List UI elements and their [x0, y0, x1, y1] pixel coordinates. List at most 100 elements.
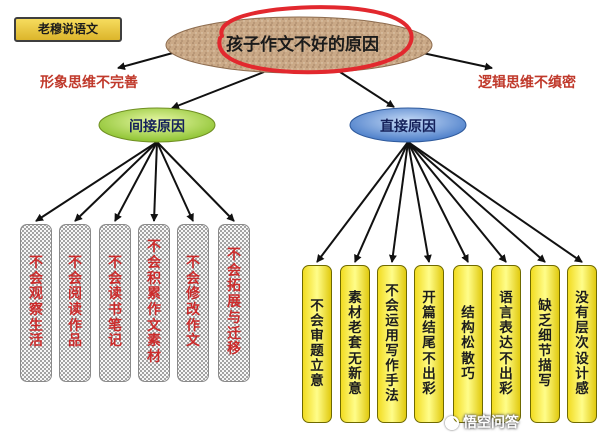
direct-reason-char: 写: [385, 343, 399, 359]
right-note: 逻辑思维不缜密: [478, 75, 576, 91]
direct-reason-char: 细: [538, 327, 552, 344]
direct-reason-4: 开篇结尾不出彩: [414, 265, 444, 423]
direct-reason-char: 作: [385, 358, 399, 375]
direct-reason-char: 出: [422, 365, 436, 382]
indirect-reason-char: 读: [68, 302, 82, 318]
direct-reason-char: 散: [461, 350, 475, 367]
indirect-reason-char: 会: [227, 262, 241, 279]
connector-direct-2: [354, 141, 409, 263]
indirect-reason-char: 会: [186, 270, 200, 287]
connector-direct-1: [316, 141, 409, 263]
direct-reason-char: 表: [499, 320, 513, 337]
root-label: 孩子作文不好的原因: [226, 35, 379, 55]
indirect-reason-char: 不: [227, 247, 241, 264]
direct-reason-char: 设: [575, 350, 589, 367]
direct-reason-5: 结构松散巧: [453, 265, 483, 423]
indirect-reason-char: 笔: [108, 317, 122, 334]
author-badge: 老穆说语文: [14, 17, 122, 42]
watermark-logo-icon: [445, 416, 459, 430]
direct-reason-char: 不: [310, 297, 324, 314]
indirect-reason-char: 察: [29, 302, 43, 318]
indirect-reason-char: 素: [147, 333, 161, 350]
direct-reason-char: 运: [385, 312, 399, 329]
direct-reason-char: 不: [422, 350, 436, 367]
direct-reason-char: 彩: [422, 380, 436, 397]
direct-reason-char: 有: [575, 305, 589, 322]
direct-reason-char: 会: [310, 312, 324, 329]
direct-reason-char: 层: [575, 320, 589, 337]
indirect-reason-4: 不会积累作文素材: [138, 224, 170, 382]
connector-root-right-note: [417, 51, 493, 71]
direct-reason-3: 不会运用写作手法: [377, 265, 407, 423]
indirect-reason-char: 不: [186, 254, 200, 271]
indirect-node: [98, 107, 216, 143]
direct-reason-char: 篇: [422, 305, 436, 322]
indirect-reason-char: 会: [147, 254, 161, 271]
indirect-reason-char: 作: [147, 302, 161, 318]
indirect-reason-char: 拓: [227, 278, 241, 295]
indirect-reason-char: 文: [147, 317, 161, 334]
indirect-reason-1: 不会观察生活: [20, 224, 52, 382]
indirect-reason-char: 文: [186, 333, 200, 350]
indirect-reason-char: 生: [29, 317, 43, 334]
direct-reason-char: 套: [348, 335, 362, 352]
direct-reason-char: 缺: [538, 297, 552, 314]
indirect-reason-char: 累: [147, 286, 161, 303]
indirect-reason-char: 会: [108, 270, 122, 287]
left-note: 形象思维不完善: [40, 75, 138, 91]
direct-reason-char: 无: [348, 350, 362, 367]
direct-reason-char: 彩: [499, 380, 513, 397]
direct-node: [349, 107, 467, 143]
direct-reason-char: 节: [538, 343, 552, 359]
indirect-reason-char: 展: [227, 294, 241, 311]
indirect-reason-char: 会: [68, 270, 82, 287]
indirect-reason-char: 观: [29, 286, 43, 303]
indirect-reason-char: 材: [147, 349, 161, 366]
direct-reason-char: 意: [348, 380, 362, 397]
direct-reason-char: 语: [499, 290, 513, 307]
direct-reason-char: 手: [385, 373, 399, 390]
indirect-reason-char: 读: [108, 286, 122, 303]
direct-reason-char: 没: [575, 290, 589, 307]
direct-reason-char: 法: [385, 388, 399, 405]
direct-reason-char: 题: [310, 343, 324, 359]
indirect-reason-char: 积: [147, 270, 161, 287]
connector-indirect-6: [156, 141, 235, 222]
indirect-reason-char: 不: [108, 254, 122, 271]
direct-reason-char: 不: [499, 350, 513, 367]
direct-reason-char: 材: [348, 305, 362, 322]
connector-indirect-3: [114, 141, 158, 222]
indirect-reason-5: 不会修改作文: [177, 224, 209, 382]
direct-reason-char: 巧: [461, 365, 475, 382]
direct-reason-char: 写: [538, 373, 552, 390]
direct-reason-char: 构: [461, 320, 475, 337]
indirect-reason-2: 不会阅读作品: [59, 224, 91, 382]
direct-reason-char: 开: [422, 290, 436, 307]
indirect-reason-char: 与: [227, 309, 241, 326]
direct-reason-7: 缺乏细节描写: [530, 265, 560, 423]
connector-root-left-note: [117, 50, 181, 71]
connector-direct-5: [407, 141, 469, 263]
direct-reason-6: 语言表达不出彩: [491, 265, 521, 423]
indirect-reason-char: 移: [227, 341, 241, 358]
watermark: 悟空问答: [445, 412, 519, 432]
connector-root-indirect: [171, 71, 265, 110]
connector-indirect-5: [156, 141, 194, 222]
direct-reason-char: 次: [575, 335, 589, 352]
connector-root-direct: [339, 71, 395, 108]
indirect-reason-char: 不: [29, 254, 43, 271]
direct-reason-char: 出: [499, 365, 513, 382]
indirect-label: 间接原因: [129, 119, 185, 135]
indirect-reason-char: 书: [108, 302, 122, 318]
indirect-reason-3: 不会读书笔记: [99, 224, 131, 382]
direct-reason-char: 结: [422, 320, 436, 337]
connector-direct-6: [407, 141, 507, 263]
direct-reason-char: 新: [348, 365, 362, 382]
direct-reason-char: 立: [310, 358, 324, 375]
direct-reason-1: 不会审题立意: [302, 265, 332, 423]
indirect-reason-char: 修: [186, 286, 200, 303]
direct-reason-char: 素: [348, 290, 362, 307]
connector-direct-8: [407, 141, 583, 263]
